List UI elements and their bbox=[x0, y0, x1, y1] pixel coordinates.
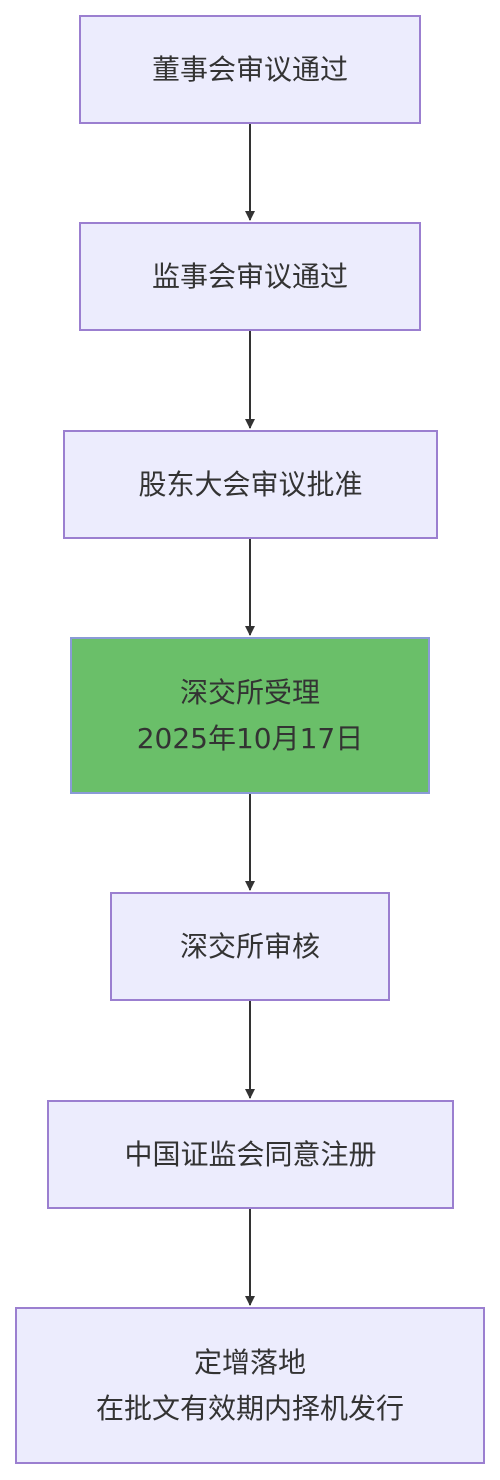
node-szse-review-label: 深交所审核 bbox=[179, 929, 320, 963]
node-csrc-registration-label: 中国证监会同意注册 bbox=[124, 1137, 377, 1171]
node-szse-review: 深交所审核 bbox=[110, 892, 390, 1001]
node-szse-acceptance-title: 深交所受理 bbox=[179, 675, 320, 709]
node-supervisory-approval: 监事会审议通过 bbox=[79, 222, 421, 331]
node-supervisory-approval-label: 监事会审议通过 bbox=[151, 259, 348, 293]
node-placement-execution: 定增落地 在批文有效期内择机发行 bbox=[15, 1307, 485, 1464]
node-placement-execution-title: 定增落地 bbox=[193, 1345, 306, 1379]
node-placement-execution-detail: 在批文有效期内择机发行 bbox=[95, 1391, 404, 1425]
node-szse-acceptance-date: 2025年10月17日 bbox=[136, 721, 364, 755]
node-csrc-registration: 中国证监会同意注册 bbox=[47, 1100, 454, 1209]
node-board-approval: 董事会审议通过 bbox=[79, 15, 421, 124]
node-board-approval-label: 董事会审议通过 bbox=[151, 52, 348, 86]
node-shareholder-approval-label: 股东大会审议批准 bbox=[138, 467, 363, 501]
node-shareholder-approval: 股东大会审议批准 bbox=[63, 430, 438, 539]
node-szse-acceptance: 深交所受理 2025年10月17日 bbox=[70, 637, 430, 794]
